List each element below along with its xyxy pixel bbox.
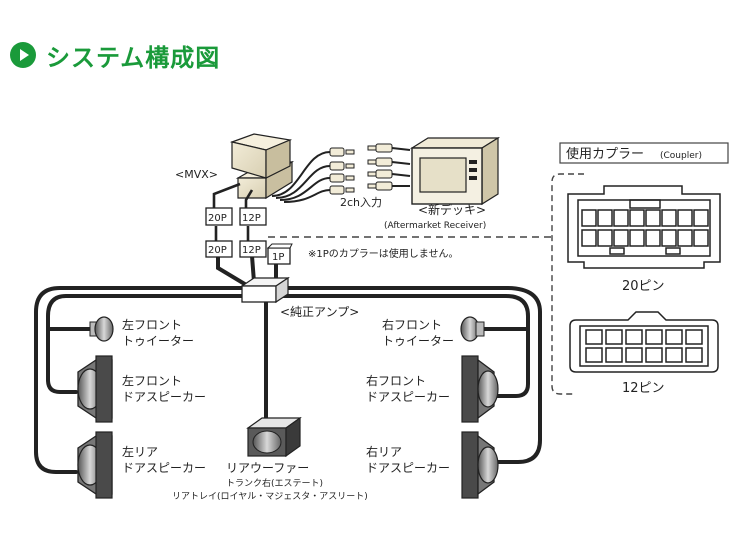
connector-12p-upper: 12P — [242, 213, 261, 224]
header: システム構成図 — [10, 38, 220, 72]
left-rear-door-l2: ドアスピーカー — [122, 461, 206, 475]
left-front-tweeter-l1: 左フロント — [122, 317, 182, 332]
coupler-bracket — [551, 173, 584, 395]
coupler-20pin — [567, 185, 721, 269]
new-deck-label: <新デッキ> — [418, 202, 486, 217]
subwoofer — [246, 416, 302, 458]
connector-20p-lower: 20P — [208, 245, 227, 256]
coupler-title-en: (Coupler) — [660, 151, 702, 161]
connector-20p-upper: 20P — [208, 213, 227, 224]
coupler-12pin — [569, 311, 719, 373]
right-front-tweeter-l1: 右フロント — [382, 317, 442, 332]
input-2ch-label: 2ch入力 — [340, 196, 382, 209]
right-tweeter — [460, 316, 485, 342]
subwoofer-note2: リアトレイ(ロイヤル・マジェスタ・アスリート) — [172, 491, 368, 502]
note-1p: ※1Pのカプラーは使用しません。 — [308, 247, 458, 260]
left-tweeter — [89, 316, 114, 342]
left-front-tweeter-l2: トゥイーター — [122, 334, 194, 348]
coupler-12pin-label: 12ピン — [622, 381, 665, 396]
rca-plugs — [329, 143, 393, 195]
page-title: システム構成図 — [46, 43, 221, 72]
left-front-door-l1: 左フロント — [122, 373, 182, 388]
oem-amp — [240, 276, 290, 304]
right-rear-door-l2: ドアスピーカー — [366, 461, 450, 475]
left-rear-door-speaker — [77, 431, 113, 499]
left-front-door-speaker — [77, 355, 113, 423]
play-circle-icon — [10, 42, 36, 68]
coupler-20pin-label: 20ピン — [622, 279, 665, 294]
subwoofer-label: リアウーファー — [226, 461, 309, 475]
right-rear-door-speaker — [461, 431, 499, 499]
speaker-wiring — [34, 254, 542, 474]
right-front-door-l2: ドアスピーカー — [366, 390, 450, 404]
right-front-door-speaker — [461, 355, 499, 423]
connector-12p-lower: 12P — [242, 245, 261, 256]
oem-amp-label: <純正アンプ> — [280, 305, 359, 319]
left-front-door-l2: ドアスピーカー — [122, 390, 206, 404]
mvx-unit — [229, 133, 295, 200]
right-rear-door-l1: 右リア — [366, 444, 402, 459]
subwoofer-note1: トランク右(エステート) — [226, 477, 323, 489]
connectors-lower — [205, 240, 293, 265]
new-deck-en-label: (Aftermarket Receiver) — [384, 221, 486, 231]
coupler-title-box — [559, 142, 729, 164]
right-front-door-l1: 右フロント — [366, 373, 426, 388]
new-deck — [409, 136, 501, 206]
right-front-tweeter-l2: トゥイーター — [382, 334, 454, 348]
left-rear-door-l1: 左リア — [122, 444, 158, 459]
connector-1p: 1P — [272, 252, 284, 263]
mvx-label: <MVX> — [175, 168, 218, 181]
coupler-title: 使用カプラー — [566, 146, 644, 162]
connectors-upper — [205, 207, 267, 226]
